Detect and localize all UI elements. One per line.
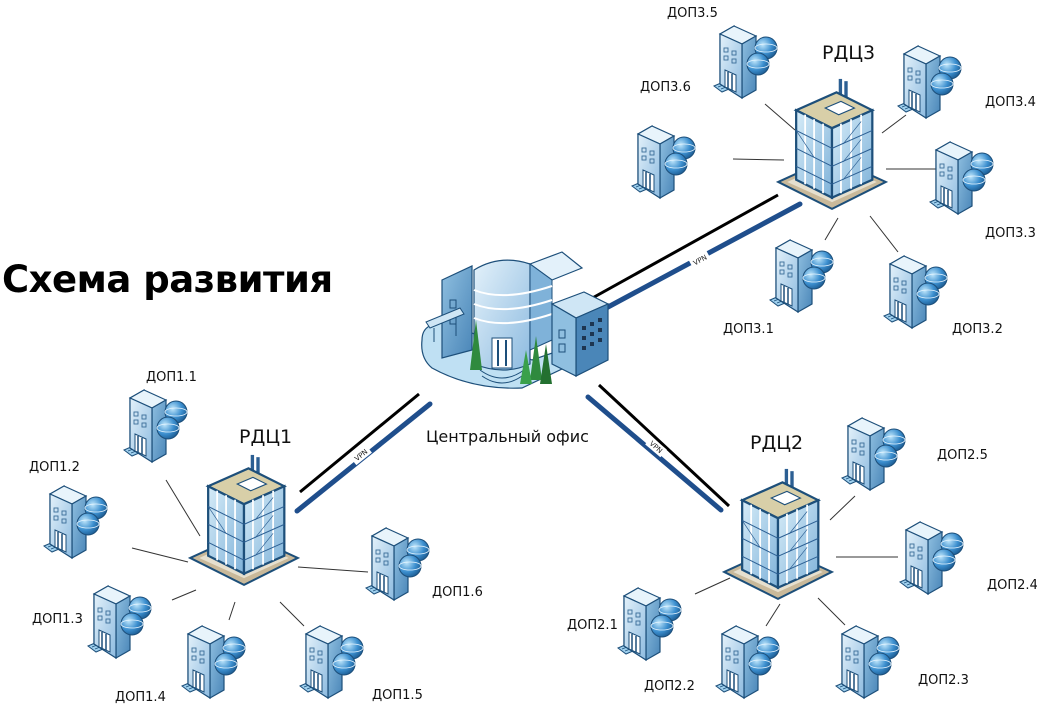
office-link-line [165, 479, 201, 537]
office-label: ДОП3.2 [952, 322, 1003, 337]
rdc3-link-line [586, 193, 779, 303]
office-label: ДОП3.1 [723, 322, 774, 337]
office-link-line [765, 603, 781, 627]
office-label: ДОП1.3 [32, 612, 83, 627]
rdc1-label: РДЦ1 [239, 426, 293, 448]
office-link-line [131, 547, 189, 563]
office-label: ДОП3.5 [667, 6, 718, 21]
datacenter-tower-icon [189, 453, 299, 586]
office-label: ДОП1.1 [146, 370, 197, 385]
branch-office-web-server-icon [715, 625, 780, 699]
branch-office-web-server-icon [123, 389, 188, 463]
branch-office-web-server-icon [631, 125, 696, 199]
office-label: ДОП3.6 [640, 80, 691, 95]
office-label: ДОП1.2 [29, 460, 80, 475]
branch-office-web-server-icon [87, 585, 152, 659]
office-link-line [171, 589, 197, 601]
office-link-line [694, 577, 731, 595]
office-label: ДОП2.2 [644, 679, 695, 694]
branch-office-web-server-icon [299, 625, 364, 699]
rdc3-label: РДЦ3 [822, 42, 876, 64]
office-label: ДОП1.5 [372, 688, 423, 703]
office-link-line [824, 217, 839, 241]
office-link-line [732, 158, 785, 161]
office-label: ДОП3.3 [985, 226, 1036, 241]
branch-office-web-server-icon [897, 45, 962, 119]
branch-office-web-server-icon [713, 25, 778, 99]
branch-office-web-server-icon [181, 625, 246, 699]
branch-office-web-server-icon [617, 587, 682, 661]
page-title: Схема развития [2, 258, 333, 301]
branch-office-web-server-icon [841, 417, 906, 491]
rdc2-label: РДЦ2 [750, 432, 804, 454]
office-link-line [279, 601, 305, 627]
branch-office-web-server-icon [365, 527, 430, 601]
links-layer [131, 103, 936, 627]
office-link-line [829, 495, 856, 521]
vpn-label-bg [645, 436, 667, 458]
datacenter-tower-icon [723, 467, 833, 600]
branch-office-web-server-icon [899, 521, 964, 595]
office-label: ДОП2.4 [987, 578, 1037, 593]
rdc2-link-line [597, 383, 731, 508]
branch-office-web-server-icon [769, 239, 834, 313]
office-label: ДОП3.4 [985, 95, 1036, 110]
nodes-layer [43, 25, 994, 699]
branch-office-web-server-icon [883, 255, 948, 329]
central-office-label: Центральный офис [426, 427, 589, 446]
office-link-line [869, 215, 899, 253]
rdc2-vpn-tunnel [585, 394, 724, 513]
datacenter-tower-icon [777, 77, 887, 210]
head-office-building-icon [420, 251, 609, 390]
branch-office-web-server-icon [835, 625, 900, 699]
office-label: ДОП2.5 [937, 448, 988, 463]
branch-office-web-server-icon [929, 141, 994, 215]
office-label: ДОП2.1 [567, 618, 618, 633]
office-label: ДОП1.4 [115, 690, 166, 705]
vpn-label-bg [688, 250, 712, 270]
vpn-label-bg [350, 444, 372, 466]
office-link-line [297, 566, 369, 573]
branch-office-web-server-icon [43, 485, 108, 559]
office-link-line [817, 597, 846, 626]
office-label: ДОП2.3 [918, 673, 969, 688]
office-link-line [228, 601, 236, 621]
office-link-line [764, 103, 796, 131]
office-label: ДОП1.6 [432, 585, 483, 600]
office-link-line [881, 114, 907, 134]
rdc1-link-line [299, 392, 420, 494]
